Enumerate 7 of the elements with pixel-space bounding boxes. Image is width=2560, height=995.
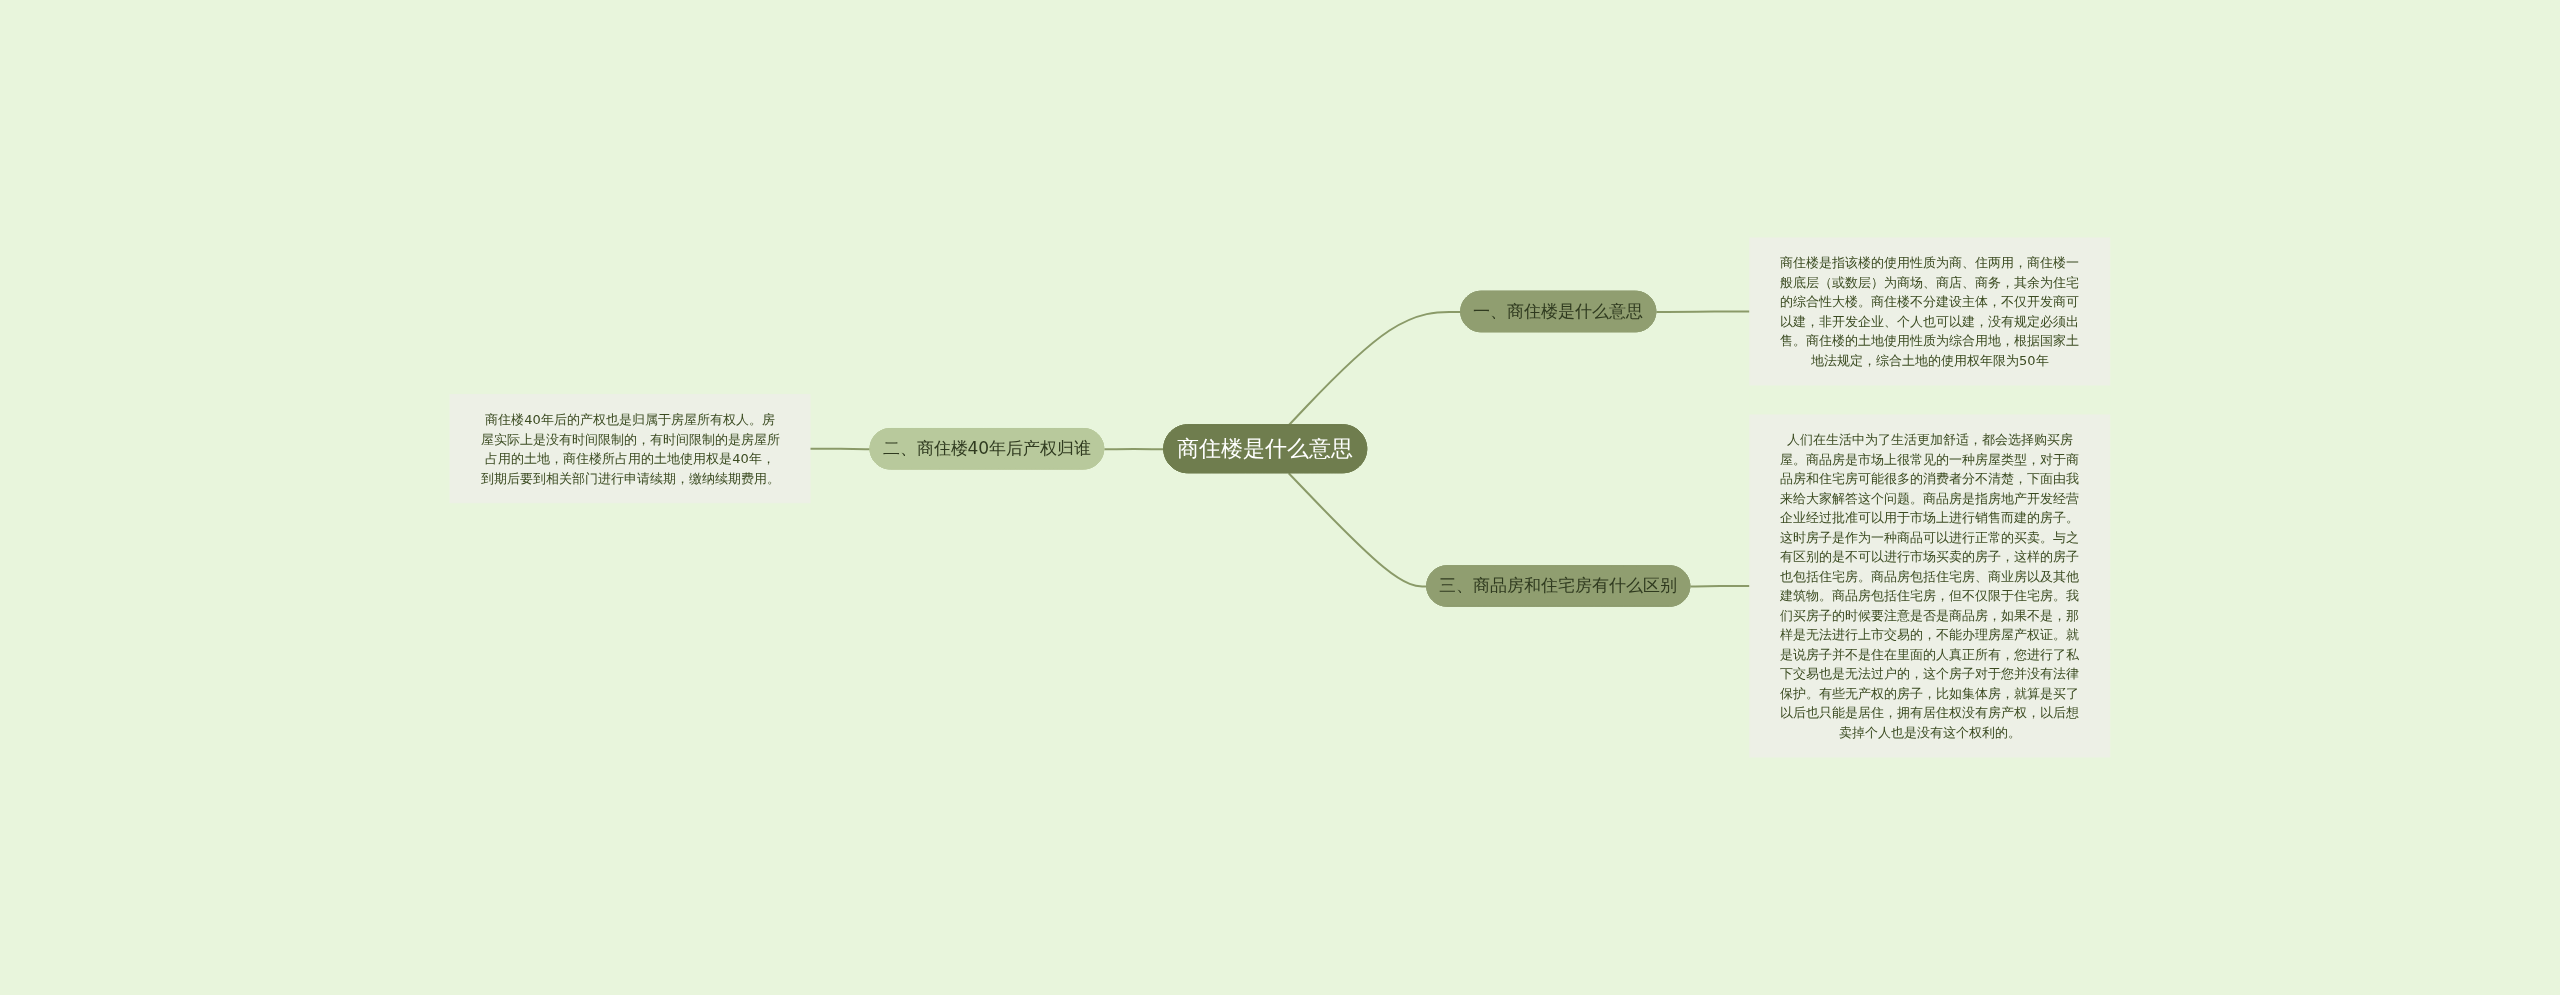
connector (809, 447, 872, 451)
node-box: 人们在生活中为了生活更加舒适，都会选择购买房屋。商品房是市场上很常见的一种房屋类型，对于商品房和住宅房可能很多的消费者分不清楚，下面由我来给大家解答这个问题。商品房是指房地产开发经营企业经过批准可以用于市场上进行销售而建的房子。这时房子是作为一种商品可以进行正常的买卖。与之有区别的是不可以进行市场买卖的房子，这样的房子也包括住宅房。商品房包括住宅房、商业房以及其他建筑物。商品房包括住宅房，但不仅限于住宅房。我们买房子的时候要注意是否是商品房，如果不是，那样是无法进行上市交易的，不能办理房屋产权证。就是说房子并不是住在里面的人真正所有，您进行了私下交易也是无法过户的，这个房子对于您并没有法律保护。有些无产权的房子，比如集体房，就算是买了以后也只能是居住，拥有居住权没有房产权，以后想卖掉个人也是没有这个权利的。 (1749, 414, 2111, 758)
connector (1655, 310, 1751, 313)
node-box: 商住楼是指该楼的使用性质为商、住两用，商住楼一般底层（或数层）为商场、商店、商务，其余为住宅的综合性大楼。商住楼不分建设主体，不仅开发商可以建，非开发企业、个人也可以建，没有规定必须出售。商住楼的土地使用性质为综合用地，根据国家土地法规定，综合土地的使用权年限为50年 (1749, 237, 2111, 386)
connector (1689, 585, 1751, 588)
node-box: 商住楼40年后的产权也是归属于房屋所有权人。房屋实际上是没有时间限制的，有时间限制的是房屋所占用的土地，商住楼所占用的土地使用权是40年，到期后要到相关部门进行申请续期，缴纳续期费用。 (449, 394, 811, 504)
connector (1287, 472, 1429, 588)
